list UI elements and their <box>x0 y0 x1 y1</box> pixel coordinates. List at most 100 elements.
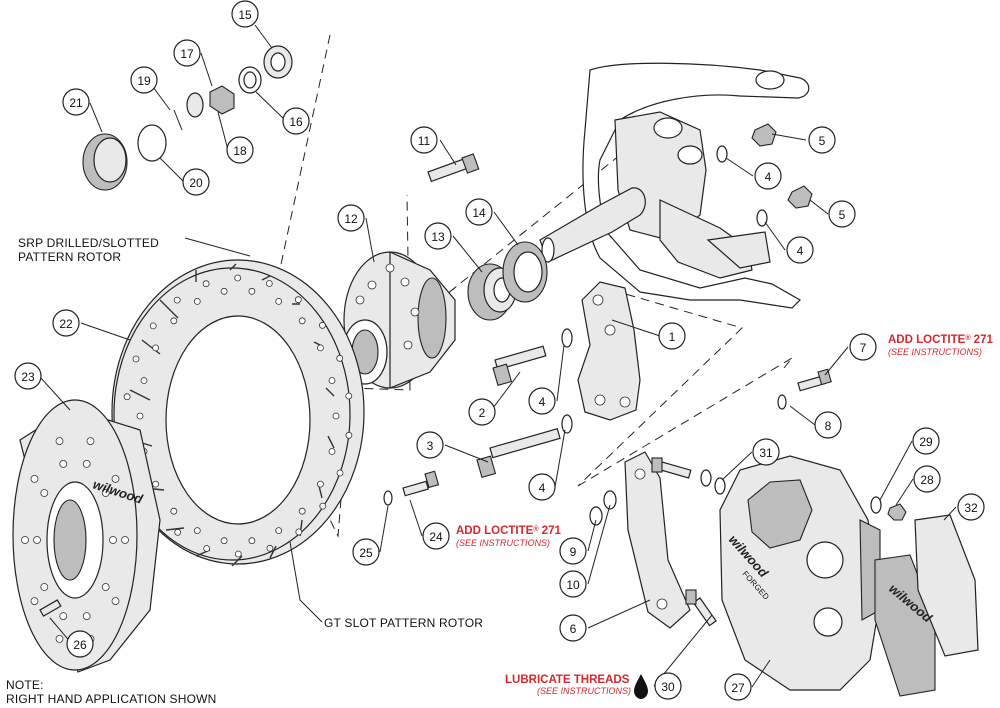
rotor-drill-hole <box>173 296 181 304</box>
lubricate-note-30-sub: (SEE INSTRUCTIONS) <box>537 686 631 696</box>
rotor-drill-hole <box>319 502 327 510</box>
srp-rotor-label-line1: SRP DRILLED/SLOTTED <box>18 236 159 250</box>
hardware <box>39 45 907 627</box>
hat-hole <box>30 597 39 605</box>
callout-20: 20 <box>182 168 210 196</box>
rotor-drill-hole <box>275 527 283 534</box>
callout-number: 25 <box>359 546 373 560</box>
callout-14: 14 <box>465 198 493 226</box>
callout-number: 22 <box>59 317 73 331</box>
loctite-note-7: ADD LOCTITE® 271 <box>888 334 993 347</box>
text-labels: SRP DRILLED/SLOTTED PATTERN ROTOR GT SLO… <box>6 236 993 706</box>
callout-number: 31 <box>759 446 773 460</box>
callout-32: 32 <box>957 493 985 521</box>
callout-17: 17 <box>173 39 201 67</box>
callout-number: 4 <box>539 481 546 495</box>
callout-number: 3 <box>427 439 434 453</box>
rotor-drill-hole <box>316 344 324 352</box>
rotor-drill-hole <box>336 469 344 477</box>
hat-hole <box>59 459 68 468</box>
callout-number: 18 <box>233 144 247 158</box>
bolt-3 <box>476 427 561 478</box>
callout-number: 26 <box>73 638 87 652</box>
rotor-drill-hole <box>220 287 228 295</box>
callout-1: 1 <box>658 322 686 350</box>
rotor-drill-hole <box>132 355 140 363</box>
callout-4: 4 <box>754 162 782 190</box>
rotor-drill-hole <box>295 528 303 536</box>
callout-12: 12 <box>337 204 365 232</box>
bolt-24 <box>402 470 440 497</box>
hat-hole <box>30 474 39 483</box>
hat-hole <box>101 583 110 591</box>
callout-13: 13 <box>424 222 452 250</box>
rotor-drill-hole <box>294 296 302 304</box>
hat-hole <box>59 612 68 620</box>
callout-number: 10 <box>566 578 580 592</box>
callout-number: 30 <box>661 680 675 694</box>
callout-5: 5 <box>828 200 856 228</box>
callout-number: 4 <box>765 170 772 184</box>
rotor-drill-hole <box>170 317 178 325</box>
note-text: RIGHT HAND APPLICATION SHOWN <box>6 692 217 706</box>
rotor-drill-hole <box>332 412 340 420</box>
loctite-note-24: ADD LOCTITE® 271 <box>456 525 561 538</box>
callout-number: 17 <box>180 47 194 61</box>
callout-10: 10 <box>559 570 587 598</box>
callout-6: 6 <box>559 614 587 642</box>
callout-4: 4 <box>528 387 556 415</box>
leader-lines <box>39 24 957 688</box>
callout-5: 5 <box>808 126 836 154</box>
rotor <box>111 259 365 567</box>
pin-30 <box>685 589 717 627</box>
rotor-drill-hole <box>328 377 336 384</box>
callout-number: 15 <box>238 8 252 22</box>
hat-hole <box>82 612 91 620</box>
callout-number: 5 <box>819 134 826 148</box>
callout-number: 24 <box>429 530 443 544</box>
hat-hole <box>55 437 64 446</box>
bolt-7 <box>797 368 832 392</box>
hat-hole <box>86 437 95 446</box>
callout-26: 26 <box>66 630 94 658</box>
callout-number: 16 <box>289 115 303 129</box>
rotor-drill-hole <box>202 280 210 288</box>
callout-29: 29 <box>912 427 940 455</box>
rotor-drill-hole <box>298 507 306 515</box>
rotor-drill-hole <box>174 528 182 536</box>
rotor-drill-hole <box>203 545 211 552</box>
callout-15: 15 <box>231 0 259 28</box>
rotor-drill-hole <box>193 527 201 534</box>
callout-2: 2 <box>468 398 496 426</box>
rotor-drill-hole <box>248 287 256 295</box>
screw-26 <box>39 599 62 617</box>
rotor-drill-hole <box>336 354 344 362</box>
rotor-drill-hole <box>193 297 201 305</box>
rotor-drill-hole <box>152 480 160 488</box>
rotor-drill-hole <box>345 431 353 439</box>
hat-hole <box>55 635 64 643</box>
callout-number: 6 <box>570 622 577 636</box>
rotor-drill-hole <box>275 297 283 305</box>
callout-number: 23 <box>21 370 35 384</box>
hat-hole <box>82 459 91 468</box>
rotor-drill-hole <box>266 544 274 552</box>
callout-4: 4 <box>786 236 814 264</box>
callout-28: 28 <box>913 465 941 493</box>
callout-number: 1 <box>669 330 676 344</box>
rotor-drill-hole <box>318 321 326 329</box>
rotor-drill-hole <box>234 274 242 282</box>
callout-22: 22 <box>52 309 80 337</box>
caliper-bracket <box>577 281 641 421</box>
caliper: wilwood FORGED <box>719 455 881 691</box>
brake-pads: wilwood <box>874 514 979 697</box>
srp-rotor-label-line2: PATTERN ROTOR <box>18 250 121 264</box>
callout-number: 28 <box>920 473 934 487</box>
pin-31 <box>651 457 692 479</box>
callout-number: 2 <box>479 406 486 420</box>
note-heading: NOTE: <box>6 678 44 692</box>
callout-number: 5 <box>839 208 846 222</box>
callout-25: 25 <box>352 538 380 566</box>
callout-24: 24 <box>422 522 450 550</box>
